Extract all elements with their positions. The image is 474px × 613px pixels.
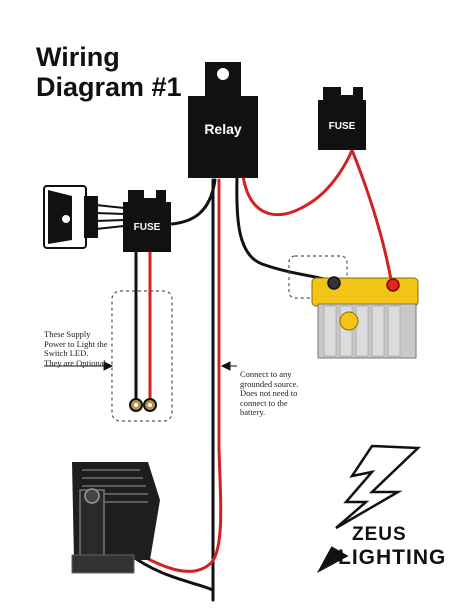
zeus-logo-bolt <box>316 444 421 574</box>
switch-fuse-cap-notch <box>144 190 156 198</box>
switch-harness-wire <box>95 204 125 230</box>
switch-fuse: FUSE <box>123 190 171 252</box>
supply-note-line: Power to Light the <box>44 338 108 349</box>
title-line-1: Wiring <box>36 42 120 72</box>
switch-fuse-body <box>123 202 171 252</box>
switch-led-indicator <box>62 215 70 223</box>
supply-note: These Supply Power to Light the Switch L… <box>44 329 108 368</box>
led-supply-dashed-box <box>111 290 173 422</box>
battery-logo <box>339 311 359 331</box>
lightning-bolt-icon <box>335 444 421 530</box>
arrows <box>44 361 237 371</box>
light-bracket-bolt <box>84 488 100 504</box>
battery-negative-terminal <box>327 276 341 290</box>
main-fuse: FUSE <box>318 87 366 150</box>
led-ring-terminals <box>129 398 157 412</box>
relay-to-switch-fuse-wire <box>170 178 217 226</box>
ground-note: Connect to any grounded source. Does not… <box>240 369 299 418</box>
switch-fuse-label: FUSE <box>134 222 161 233</box>
light-bar <box>71 462 160 574</box>
wires <box>95 148 394 602</box>
ground-note-line: grounded source. <box>240 378 299 389</box>
battery <box>311 276 419 359</box>
switch-rocker <box>48 190 72 244</box>
relay-body <box>188 96 258 178</box>
supply-note-line: They are Optional <box>44 357 106 368</box>
diagram-title: Wiring Diagram #1 <box>36 42 182 102</box>
relay: Relay <box>188 62 258 178</box>
relay-to-fuse-wire <box>241 148 354 217</box>
main-fuse-cap-notch <box>341 87 353 95</box>
main-fuse-label: FUSE <box>329 121 356 132</box>
ground-note-line: battery. <box>240 407 266 417</box>
main-fuse-body <box>318 100 366 150</box>
battery-positive-terminal <box>386 278 400 292</box>
ground-note-line: Does not need to <box>240 388 298 398</box>
fuse-to-battery-positive-wire <box>350 148 394 287</box>
supply-note-line: These Supply <box>44 329 91 339</box>
brand-line-2: LIGHTING <box>338 546 447 569</box>
title-line-2: Diagram #1 <box>36 72 182 102</box>
relay-to-battery-negative-wire <box>235 176 334 283</box>
lightning-bolt-lower <box>316 546 349 574</box>
rocker-switch <box>43 185 98 249</box>
relay-mount-hole <box>217 68 229 80</box>
ground-terminal-dashed-box <box>288 255 348 299</box>
relay-to-light-red-wire <box>126 178 223 573</box>
ground-note-line: connect to the <box>240 397 288 408</box>
ground-note-line: Connect to any <box>240 369 292 379</box>
relay-label: Relay <box>204 121 242 137</box>
brand-line-1: ZEUS <box>352 524 407 545</box>
light-base <box>71 554 135 574</box>
supply-note-line: Switch LED. <box>44 348 89 358</box>
switch-connector <box>84 196 98 238</box>
